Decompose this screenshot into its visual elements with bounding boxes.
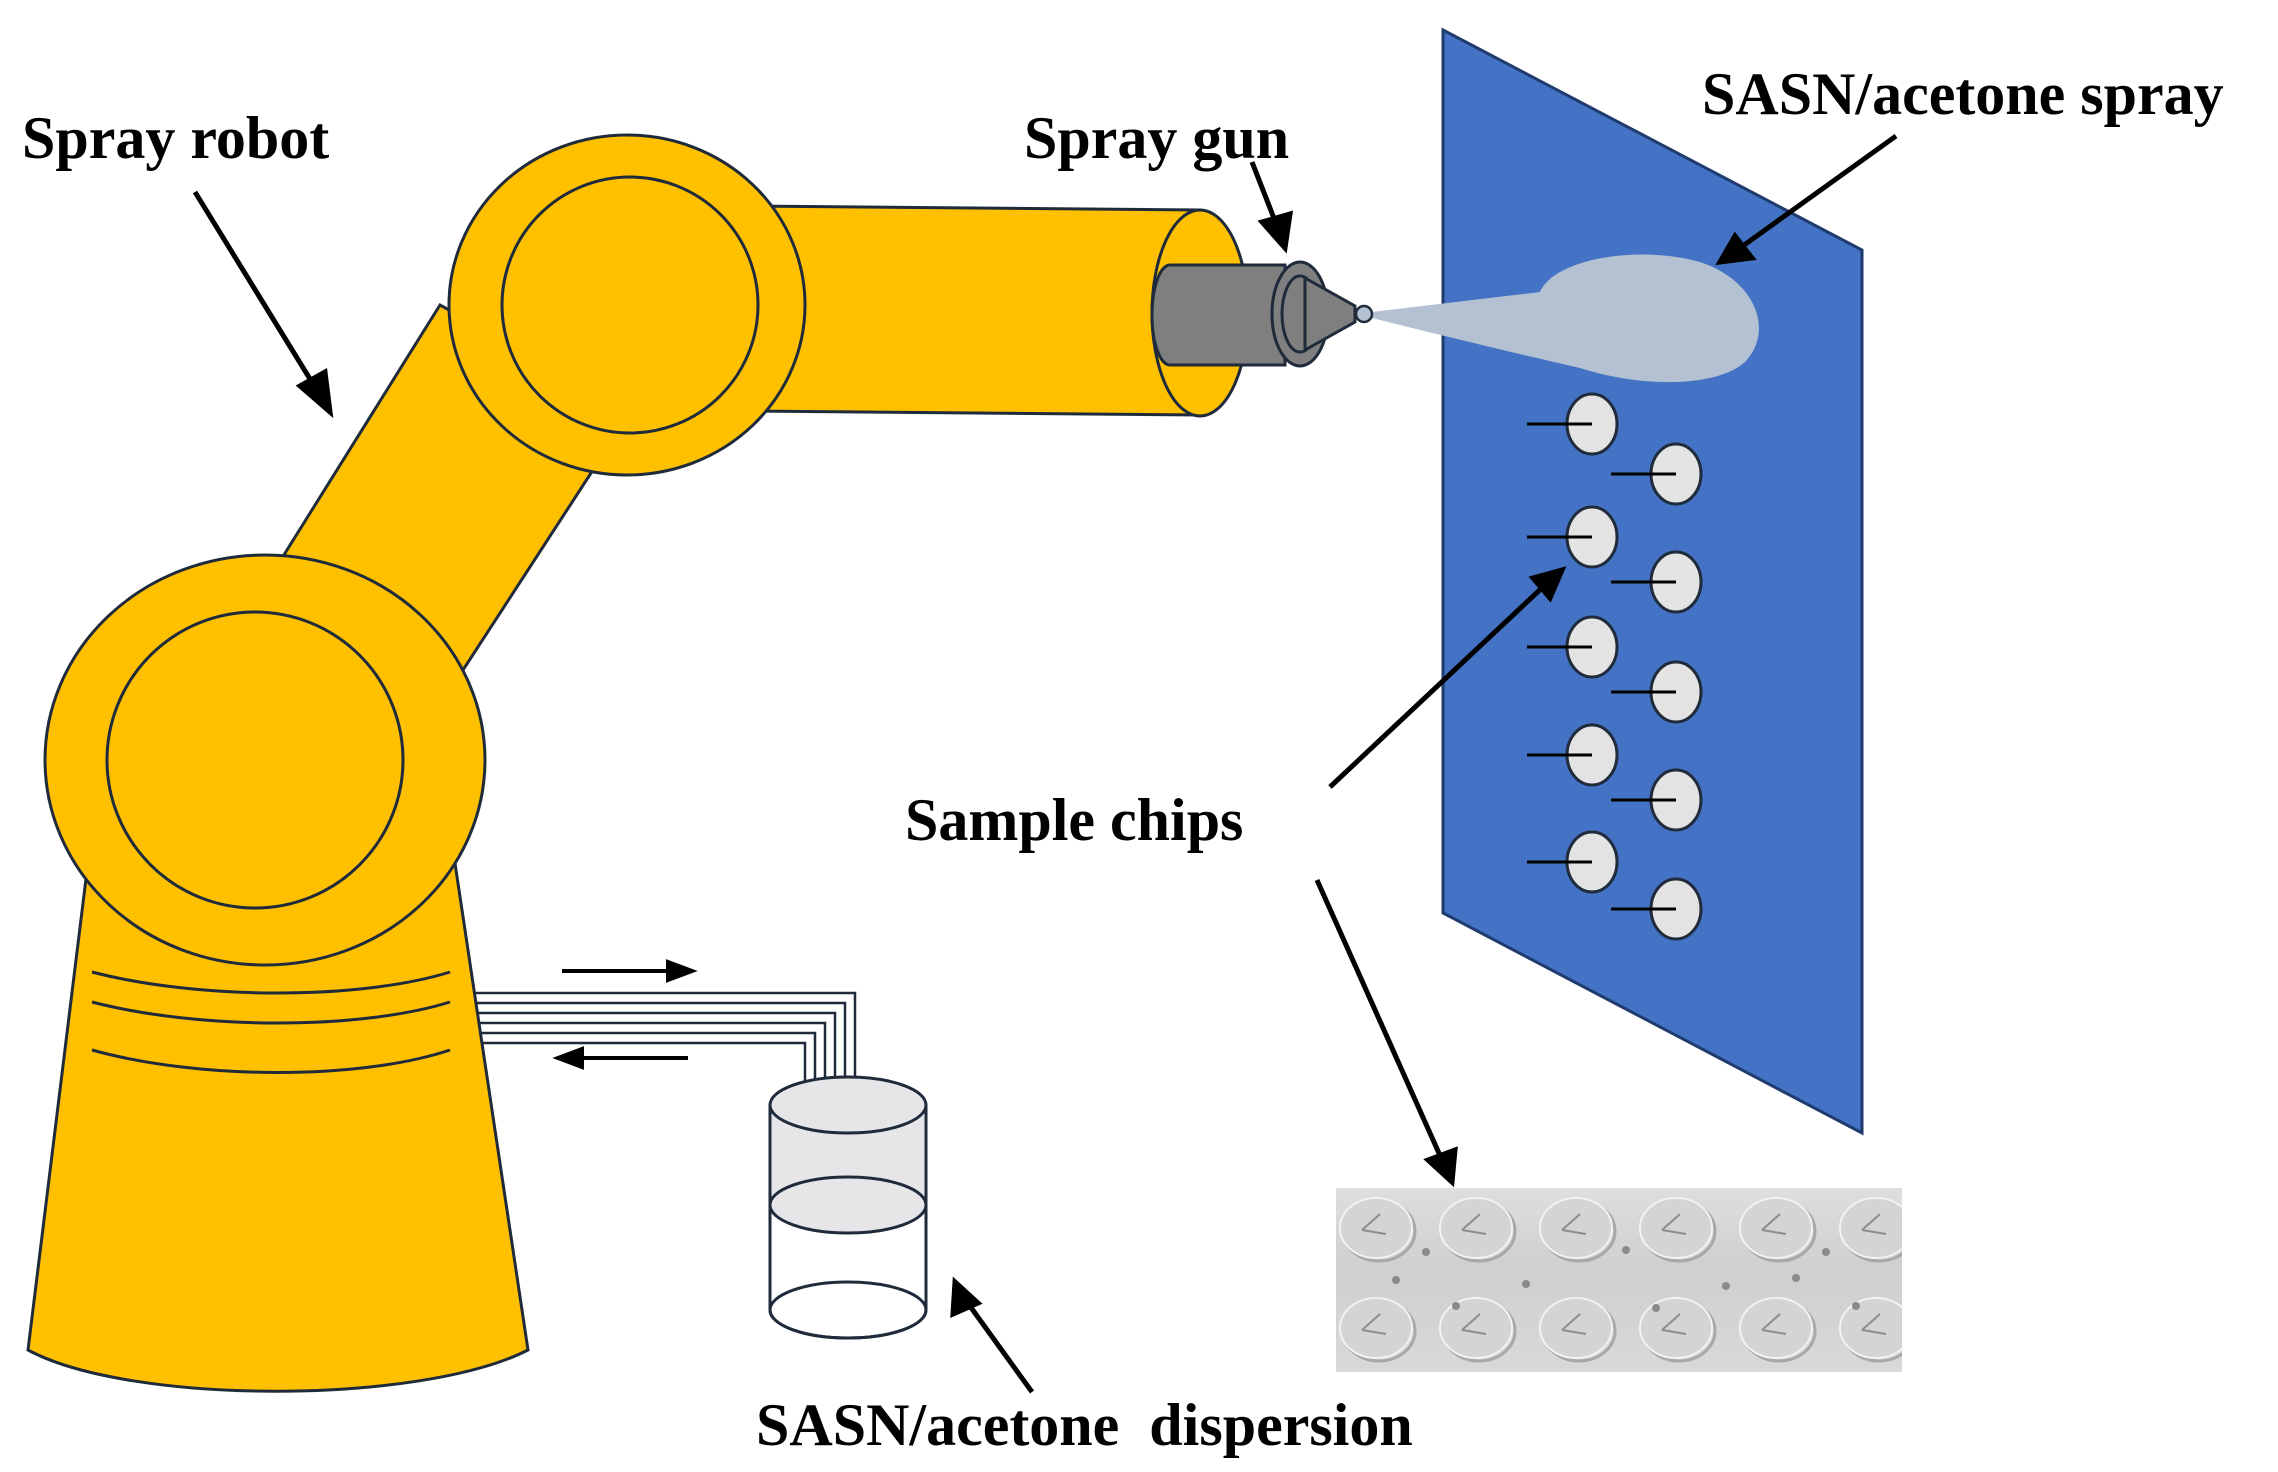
sample-chips-micrograph [1336, 1188, 1902, 1372]
dispersion-arrow [964, 1300, 1035, 1394]
micrograph-chip [1439, 1197, 1517, 1263]
micrograph-chip [1339, 1297, 1417, 1363]
chip-leads [1527, 422, 1676, 911]
sample-chips-photo-arrow [1314, 878, 1445, 1162]
micrograph-chip [1639, 1297, 1717, 1363]
micrograph-chip [1739, 1197, 1817, 1263]
label-spray: SASN/acetone spray [1702, 61, 2224, 127]
spray-robot-arrow [192, 190, 321, 394]
micrograph-chip [1839, 1297, 1902, 1363]
flow-arrows [552, 959, 698, 1070]
spray-gun-arrow [1249, 161, 1280, 227]
spray-cloud [1372, 254, 1759, 383]
micrograph-dot [1652, 1304, 1660, 1312]
micrograph-chip [1739, 1297, 1817, 1363]
micrograph-chip [1539, 1297, 1617, 1363]
micrograph-dot [1722, 1282, 1730, 1290]
sample-chips-panel-arrow [1328, 583, 1547, 789]
pointer-arrows [192, 133, 1898, 1394]
micrograph-dot [1422, 1248, 1430, 1256]
micrograph-dot [1852, 1302, 1860, 1310]
micrograph-pattern [1339, 1197, 1902, 1363]
micrograph-dot [1622, 1246, 1630, 1254]
label-dispersion: SASN/acetone dispersion [756, 1392, 1413, 1458]
micrograph-chip [1639, 1197, 1717, 1263]
robot-base-ring [91, 970, 451, 995]
micrograph-chip [1439, 1297, 1517, 1363]
micrograph-dot [1452, 1302, 1460, 1310]
micrograph-dot [1522, 1280, 1530, 1288]
micrograph-dot [1392, 1276, 1400, 1284]
micrograph-chip [1539, 1197, 1617, 1263]
label-sample-chips: Sample chips [905, 787, 1244, 853]
spray-cloud-arrow [1738, 133, 1898, 251]
micrograph-dot [1822, 1248, 1830, 1256]
spray-gun [1150, 260, 1374, 368]
beaker [768, 1075, 928, 1340]
label-spray-robot: Spray robot [22, 105, 330, 171]
sample-chips [1565, 392, 1703, 941]
micrograph-chip [1839, 1197, 1902, 1263]
robot-lower-joint [43, 553, 487, 967]
micrograph-chip [1339, 1197, 1417, 1263]
robot-base [26, 828, 530, 1393]
label-spray-gun: Spray gun [1024, 105, 1290, 171]
micrograph-dot [1792, 1274, 1800, 1282]
robot-upper-joint [447, 133, 807, 477]
